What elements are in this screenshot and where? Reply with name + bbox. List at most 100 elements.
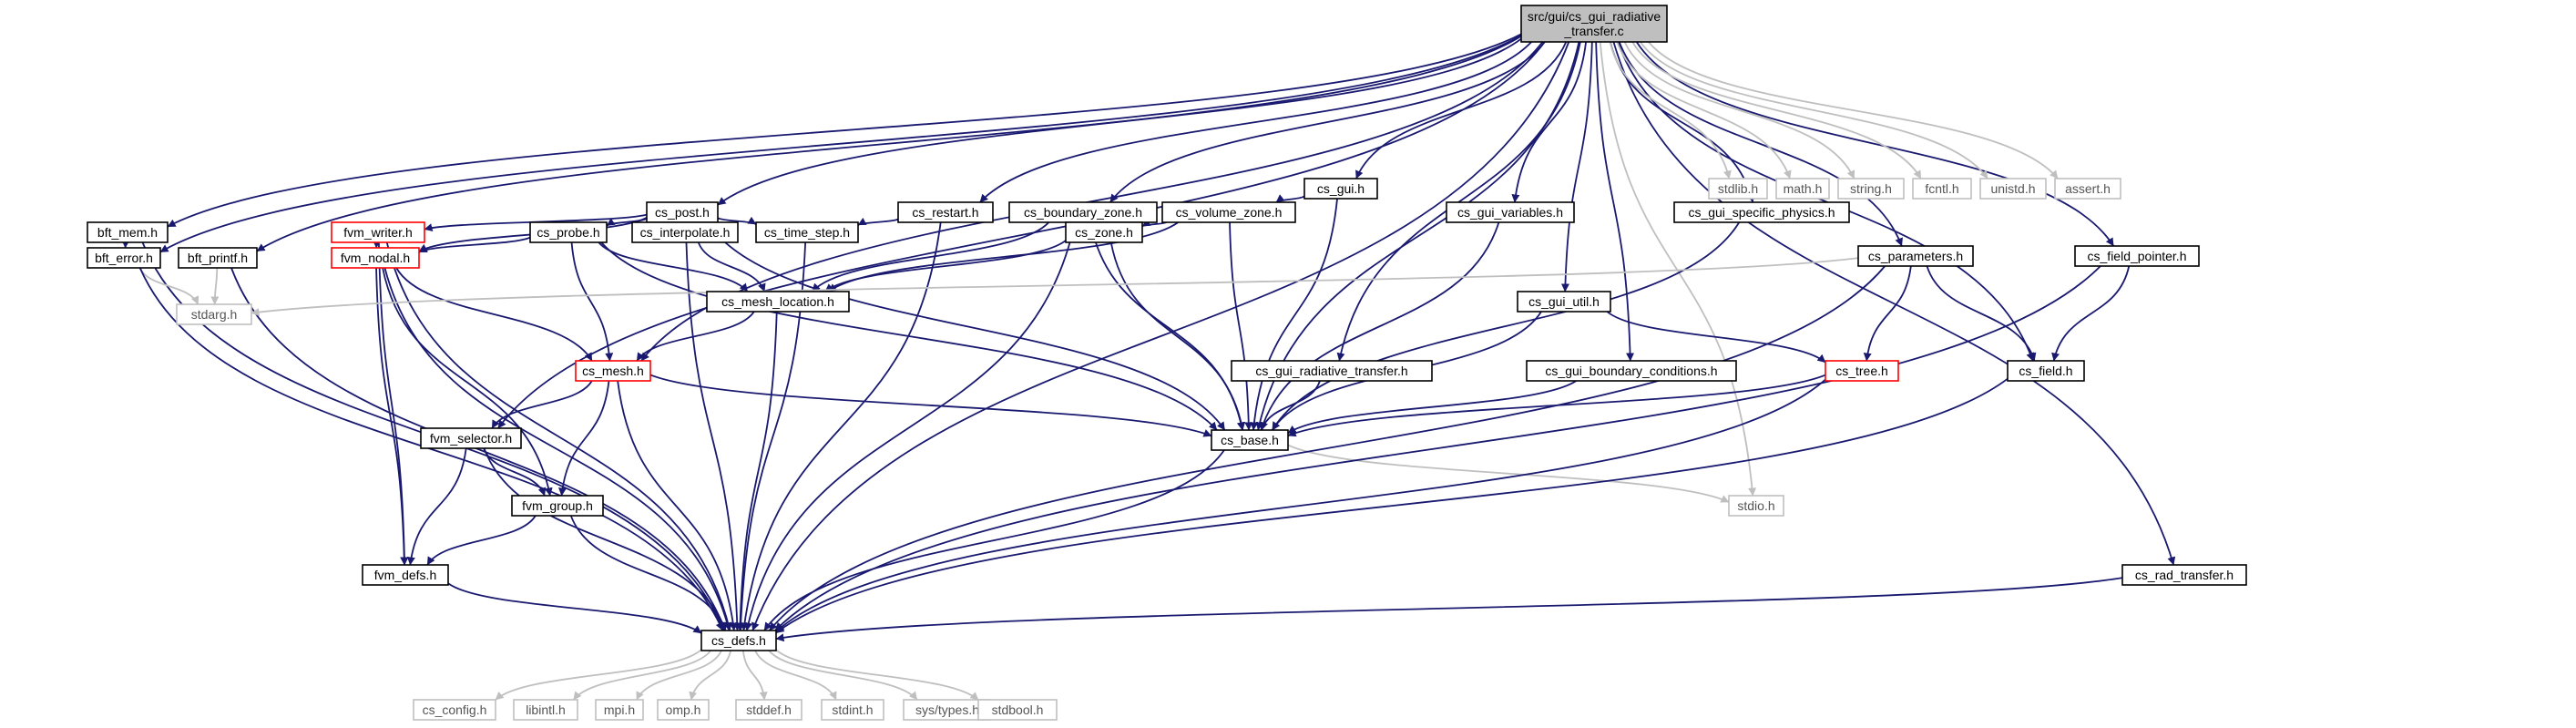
node-cs-gui-variables[interactable]: cs_gui_variables.h xyxy=(1446,201,1575,223)
edge-fvm_nodal-to-cs_defs xyxy=(383,267,731,631)
edge-fvm_defs-to-cs_defs xyxy=(447,582,702,634)
node-cs-rad-transfer[interactable]: cs_rad_transfer.h xyxy=(2121,564,2247,586)
node-bft-mem[interactable]: bft_mem.h xyxy=(87,221,169,243)
edge-cs_field_pointer-to-cs_field xyxy=(2051,265,2131,362)
node-cs-volume-zone[interactable]: cs_volume_zone.h xyxy=(1161,201,1296,223)
node-cs-base[interactable]: cs_base.h xyxy=(1211,429,1289,451)
node-box xyxy=(331,247,420,269)
node-box xyxy=(1211,429,1289,451)
node-box xyxy=(821,699,884,721)
node-box xyxy=(575,360,651,382)
node-bft-printf[interactable]: bft_printf.h xyxy=(178,247,258,269)
node-box xyxy=(897,201,994,223)
node-box xyxy=(700,630,777,651)
edge-fvm_nodal-to-fvm_defs xyxy=(375,267,409,566)
node-stdbool: stdbool.h xyxy=(977,699,1058,721)
node-box xyxy=(2074,245,2200,267)
edge-root-to-bft_printf xyxy=(256,35,1522,252)
node-label: cs_defs.h xyxy=(711,633,766,648)
node-libintl: libintl.h xyxy=(513,699,578,721)
node-fvm-defs[interactable]: fvm_defs.h xyxy=(362,564,449,586)
edge-bft_mem-to-bft_error xyxy=(121,240,130,249)
node-label: cs_rad_transfer.h xyxy=(2135,568,2234,582)
edge-bft_printf-to-cs_defs xyxy=(230,267,727,631)
node-box xyxy=(513,699,578,721)
edge-root-to-cs_field_pointer xyxy=(1635,41,2115,247)
node-label: omp.h xyxy=(666,702,701,717)
edge-cs_probe-to-fvm_nodal xyxy=(418,236,531,253)
node-label: cs_probe.h xyxy=(537,225,599,240)
node-string: string.h xyxy=(1837,178,1905,200)
edge-cs_parameters-to-stdarg xyxy=(250,257,1859,316)
node-cs-field[interactable]: cs_field.h xyxy=(2007,360,2085,382)
node-label: cs_parameters.h xyxy=(1868,249,1963,263)
node-box xyxy=(1837,178,1905,200)
node-cs-mesh[interactable]: cs_mesh.h xyxy=(575,360,651,382)
node-fvm-nodal[interactable]: fvm_nodal.h xyxy=(331,247,420,269)
node-label: cs_tree.h xyxy=(1835,364,1888,378)
edge-cs_time_step-to-cs_defs xyxy=(736,241,807,631)
edge-bft_error-to-cs_defs xyxy=(138,267,724,631)
edge-root-to-fvm_selector xyxy=(497,41,1546,429)
node-label: cs_gui_specific_physics.h xyxy=(1688,205,1835,220)
edge-cs_interpolate-to-cs_mesh_location xyxy=(697,241,766,292)
edge-cs_parameters-to-cs_defs xyxy=(768,265,1886,631)
node-bft-error[interactable]: bft_error.h xyxy=(87,247,161,269)
node-cs-post[interactable]: cs_post.h xyxy=(646,201,719,223)
node-cs-gui-boundary-conditions[interactable]: cs_gui_boundary_conditions.h xyxy=(1526,360,1737,382)
edge-cs_base-to-cs_defs xyxy=(763,449,1225,631)
node-label: stdlib.h xyxy=(1718,181,1758,196)
edge-root-to-cs_restart xyxy=(979,41,1532,203)
node-cs-parameters[interactable]: cs_parameters.h xyxy=(1857,245,1974,267)
node-cs-interpolate[interactable]: cs_interpolate.h xyxy=(631,221,739,243)
node-box xyxy=(1526,360,1737,382)
node-box xyxy=(178,247,258,269)
node-cs-field-pointer[interactable]: cs_field_pointer.h xyxy=(2074,245,2200,267)
node-label: src/gui/cs_gui_radiative xyxy=(1528,9,1661,24)
edge-root-to-cs_gui_util xyxy=(1560,41,1593,292)
edge-cs_probe-to-cs_mesh_location xyxy=(598,241,749,292)
node-label: fcntl.h xyxy=(1925,181,1958,196)
node-label: mpi.h xyxy=(604,702,635,717)
node-box xyxy=(1303,178,1378,200)
edge-root-to-assert xyxy=(1648,41,2059,179)
node-cs-gui-radiative-transfer[interactable]: cs_gui_radiative_transfer.h xyxy=(1231,360,1433,382)
node-cs-gui-specific-physics[interactable]: cs_gui_specific_physics.h xyxy=(1673,201,1850,223)
node-math: math.h xyxy=(1775,178,1830,200)
edge-cs_rad_transfer-to-cs_defs xyxy=(775,577,2123,642)
node-sys-types: sys/types.h xyxy=(903,699,992,721)
node-label: fvm_writer.h xyxy=(343,225,412,240)
node-box xyxy=(362,564,449,586)
node-label: cs_gui.h xyxy=(1317,181,1365,196)
node-cs-tree[interactable]: cs_tree.h xyxy=(1825,360,1899,382)
node-cs-boundary-zone[interactable]: cs_boundary_zone.h xyxy=(1008,201,1158,223)
node-cs-gui-util[interactable]: cs_gui_util.h xyxy=(1517,291,1611,313)
node-box xyxy=(529,221,608,243)
edge-fvm_selector-to-fvm_defs xyxy=(406,447,467,566)
node-fvm-selector[interactable]: fvm_selector.h xyxy=(420,427,522,449)
node-cs-time-step[interactable]: cs_time_step.h xyxy=(755,221,859,243)
node-stdint: stdint.h xyxy=(821,699,884,721)
edge-cs_defs-to-sys_types xyxy=(768,650,918,701)
edge-root-to-cs_boundary_zone xyxy=(1109,41,1546,203)
node-label: bft_mem.h xyxy=(97,225,158,240)
node-fvm-writer[interactable]: fvm_writer.h xyxy=(331,221,425,243)
node-cs-gui[interactable]: cs_gui.h xyxy=(1303,178,1378,200)
edge-cs_base-to-stdio xyxy=(1287,444,1730,503)
edge-cs_parameters-to-cs_tree xyxy=(1863,265,1912,362)
node-cs-restart[interactable]: cs_restart.h xyxy=(897,201,994,223)
edge-fvm_group-to-fvm_defs xyxy=(426,515,537,566)
node-cs-mesh-location[interactable]: cs_mesh_location.h xyxy=(706,291,850,313)
node-cs-defs[interactable]: cs_defs.h xyxy=(700,630,777,651)
node-cs-zone[interactable]: cs_zone.h xyxy=(1065,221,1143,243)
node-cs-probe[interactable]: cs_probe.h xyxy=(529,221,608,243)
node-label: cs_field.h xyxy=(2019,364,2072,378)
node-fvm-group[interactable]: fvm_group.h xyxy=(511,495,604,517)
edge-root-to-bft_error xyxy=(159,34,1522,253)
node-root[interactable]: src/gui/cs_gui_radiative_transfer.c xyxy=(1520,5,1668,43)
node-box xyxy=(1520,5,1668,43)
node-box xyxy=(87,247,161,269)
edge-cs_boundary_zone-to-cs_defs xyxy=(744,221,1077,631)
edge-fvm_nodal-to-fvm_group xyxy=(382,267,553,497)
node-label: cs_zone.h xyxy=(1075,225,1133,240)
